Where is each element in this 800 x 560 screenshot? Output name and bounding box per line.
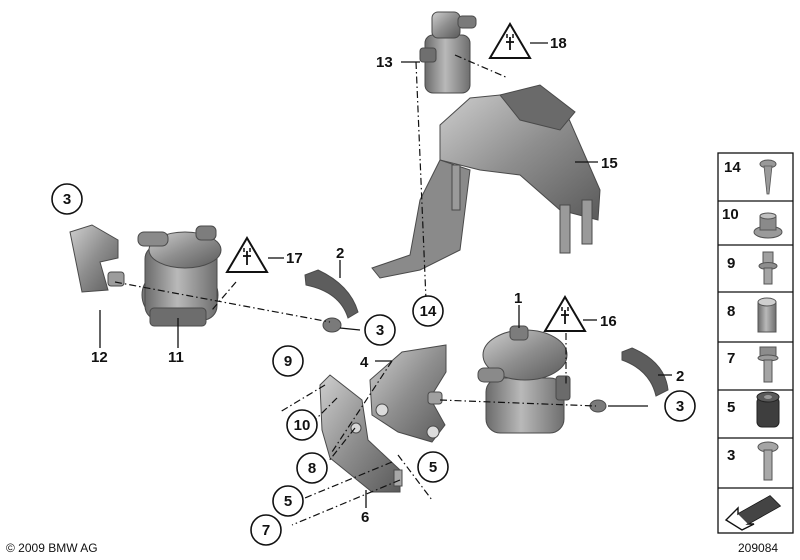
circle-callout-7[interactable]: 7: [250, 514, 282, 546]
copyright-text: © 2009 BMW AG: [6, 541, 98, 555]
circle-callout-3-right[interactable]: 3: [664, 390, 696, 422]
callout-2-upper[interactable]: 2: [336, 245, 344, 262]
svg-text:9: 9: [284, 353, 292, 370]
legend-row-5[interactable]: 5: [727, 391, 780, 428]
svg-text:5: 5: [429, 459, 437, 476]
leader-lines: [99, 42, 672, 526]
part-13-auxiliary-pump: [419, 11, 477, 94]
circle-callout-10[interactable]: 10: [286, 409, 318, 441]
svg-text:3: 3: [376, 322, 384, 339]
hex-bolt-icon: [757, 346, 779, 383]
legend-row-14[interactable]: 14: [724, 159, 777, 195]
svg-text:7: 7: [262, 522, 270, 539]
callout-1[interactable]: 1: [514, 290, 522, 307]
part-6-bracket: [319, 374, 403, 493]
part-2-clamp-upper: [304, 269, 359, 333]
circle-callout-5-left[interactable]: 5: [272, 485, 304, 517]
part-15-bracket: [371, 84, 601, 279]
svg-text:10: 10: [294, 417, 311, 434]
callout-11[interactable]: 11: [168, 349, 184, 366]
part-4-bracket: [369, 344, 447, 443]
svg-text:9: 9: [727, 255, 735, 272]
rubber-mount-icon: [756, 391, 780, 428]
part-2-clamp-right: [589, 347, 669, 413]
callout-18[interactable]: 18: [550, 35, 567, 52]
svg-text:3: 3: [727, 447, 735, 464]
circled-callouts: 3 3 3 14 9 10 8 5: [51, 183, 696, 546]
callout-2-right[interactable]: 2: [676, 368, 684, 385]
svg-text:3: 3: [63, 191, 71, 208]
circle-callout-3-left[interactable]: 3: [51, 183, 83, 215]
callout-16[interactable]: 16: [600, 313, 617, 330]
callout-4[interactable]: 4: [360, 354, 369, 371]
circle-callout-14[interactable]: 14: [412, 295, 444, 327]
part-11-electric-pump: [137, 225, 222, 327]
svg-text:8: 8: [727, 303, 735, 320]
circle-callout-9[interactable]: 9: [272, 345, 304, 377]
svg-text:5: 5: [284, 493, 292, 510]
legend-row-10[interactable]: 10: [722, 206, 783, 239]
callout-6[interactable]: 6: [361, 509, 369, 526]
callout-17[interactable]: 17: [286, 250, 303, 267]
svg-text:7: 7: [727, 350, 735, 367]
warning-triangle-16: [543, 295, 587, 332]
torx-screw-icon: [757, 441, 779, 481]
flange-nut-icon: [753, 212, 783, 239]
svg-text:5: 5: [727, 399, 735, 416]
legend-row-8[interactable]: 8: [727, 297, 777, 333]
callout-12[interactable]: 12: [91, 349, 108, 366]
circle-callout-3-middle[interactable]: 3: [364, 314, 396, 346]
fastener-legend: 14 10 9 8: [717, 152, 794, 534]
part-12-bracket: [69, 224, 125, 293]
callout-13[interactable]: 13: [376, 54, 393, 71]
plug-icon: [243, 248, 251, 265]
legend-row-7[interactable]: 7: [727, 346, 779, 383]
continue-arrow-icon[interactable]: [724, 495, 782, 531]
svg-text:3: 3: [676, 398, 684, 415]
warning-triangle-18: [488, 22, 532, 59]
circle-callout-5-right[interactable]: 5: [417, 451, 449, 483]
legend-row-9[interactable]: 9: [727, 251, 778, 285]
callout-labels: 13 18 15 17 2 12 11 1 16 2 4 6: [91, 35, 684, 526]
warning-triangle-17: [225, 236, 269, 273]
sleeve-icon: [757, 297, 777, 333]
stud-bolt-icon: [758, 251, 778, 285]
part-1-electric-pump: [477, 325, 571, 434]
circle-callout-8[interactable]: 8: [296, 452, 328, 484]
svg-text:14: 14: [724, 159, 741, 176]
screw-icon: [759, 159, 777, 195]
diagram-id: 209084: [738, 541, 779, 555]
plug-icon: [561, 307, 569, 324]
legend-row-3[interactable]: 3: [727, 441, 779, 481]
plug-icon: [506, 34, 514, 50]
svg-text:10: 10: [722, 206, 739, 223]
callout-15[interactable]: 15: [601, 155, 618, 172]
svg-text:8: 8: [308, 460, 316, 477]
svg-text:14: 14: [420, 303, 437, 320]
